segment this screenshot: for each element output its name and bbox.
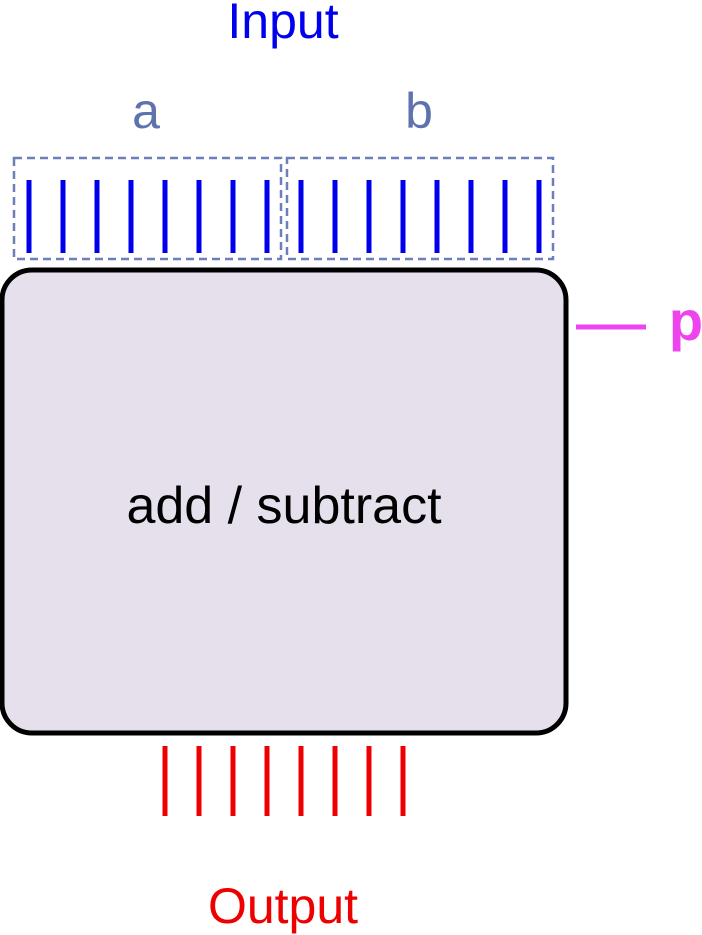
- input-bits-a: [26, 180, 270, 253]
- control-label-p: p: [669, 289, 702, 352]
- input-bits-b: [298, 180, 542, 253]
- block-label: add / subtract: [126, 477, 442, 535]
- add-subtract-block: [0, 267, 569, 736]
- input-group-label-b: b: [405, 83, 433, 139]
- output-title: Output: [208, 878, 358, 934]
- input-group-box-b: [285, 156, 555, 261]
- input-group-box-a: [12, 156, 283, 261]
- output-bits: [162, 746, 406, 816]
- input-group-label-a: a: [132, 83, 160, 139]
- input-title: Input: [227, 0, 338, 49]
